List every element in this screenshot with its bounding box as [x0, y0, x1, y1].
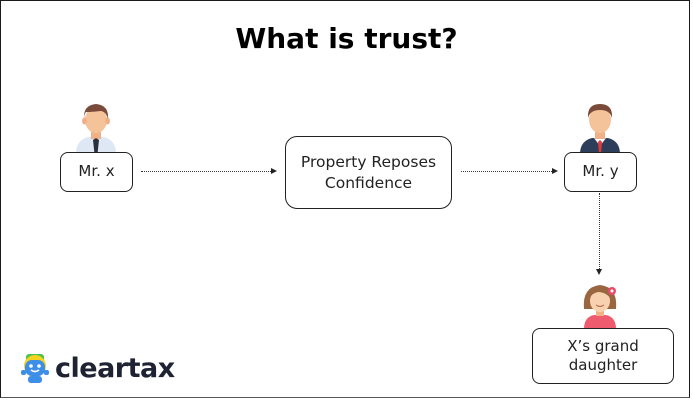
- man-suit-icon: [580, 104, 620, 154]
- girl-icon: [583, 285, 617, 329]
- man-shirt-icon: [76, 104, 116, 154]
- node-granddaughter-line1: X’s grand: [567, 336, 639, 355]
- node-property-line2: Confidence: [324, 173, 413, 192]
- diagram-frame: [0, 0, 690, 398]
- node-mr-y-label: Mr. y: [582, 162, 619, 181]
- node-mr-x: Mr. x: [60, 152, 133, 192]
- arrow-x-to-property: [141, 167, 277, 174]
- node-granddaughter-line2: daughter: [568, 356, 638, 374]
- cleartax-robot-icon: [21, 354, 49, 383]
- node-mr-y: Mr. y: [564, 152, 637, 192]
- node-granddaughter: X’s grand daughter: [532, 328, 674, 384]
- arrow-property-to-y: [461, 167, 558, 174]
- arrow-y-to-granddaughter: [595, 193, 602, 275]
- node-property: Property Reposes Confidence: [285, 136, 452, 209]
- brand-name: cleartax: [55, 352, 175, 384]
- diagram-title: What is trust?: [235, 22, 458, 55]
- node-property-line1: Property Reposes: [300, 153, 437, 172]
- cleartax-logo: cleartax: [20, 352, 175, 384]
- node-mr-x-label: Mr. x: [78, 162, 115, 181]
